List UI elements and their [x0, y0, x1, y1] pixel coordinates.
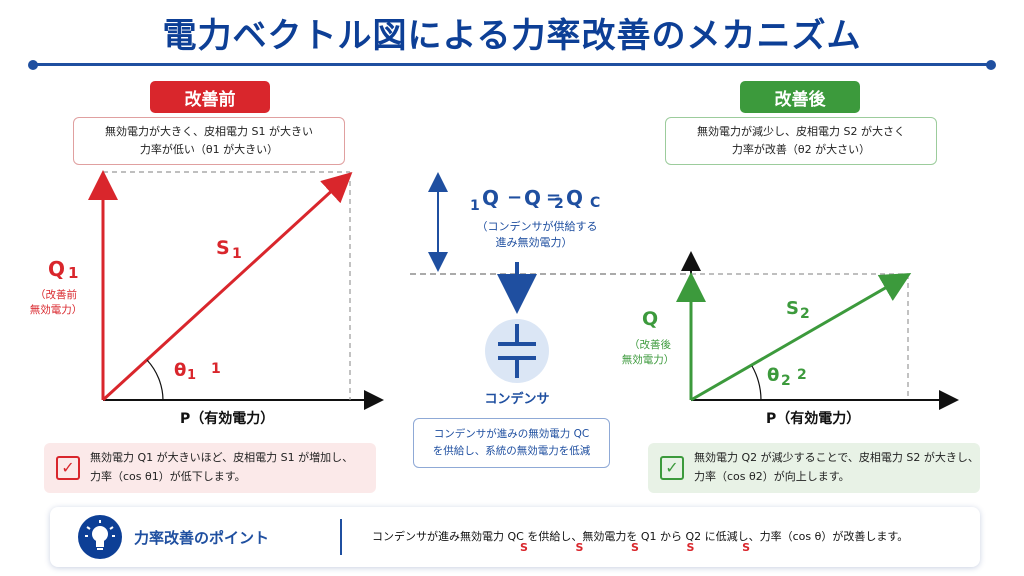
stray-glyph: S	[686, 541, 695, 554]
stray-glyph: S	[575, 541, 584, 554]
qc-formula: 1 Q − Q = 2 Q C	[470, 186, 600, 214]
capacitor-label: コンデンサ	[484, 391, 549, 407]
formula-q2: Q	[524, 186, 541, 210]
capacitor-info-box: コンデンサが進みの無効電力 QC を供給し、系統の無効電力を低減	[413, 418, 610, 468]
after-s-label: S	[786, 298, 799, 319]
title-divider	[32, 63, 992, 66]
formula-desc-line1: （コンデンサが供給する	[477, 219, 598, 233]
capacitor-icon	[485, 319, 549, 383]
before-q-subscript: 1	[68, 264, 78, 282]
checkmark-icon: ✓	[660, 456, 684, 480]
capacitor-info-line2: を供給し、系統の無効電力を低減	[432, 445, 591, 457]
before-theta-subscript: 1	[187, 368, 196, 383]
before-theta-arc	[146, 359, 164, 401]
stray-glyph-row: S S S S S	[520, 541, 750, 554]
after-theta-extra: 2	[797, 367, 807, 383]
before-s-subscript: 1	[232, 246, 242, 262]
after-q-label: Q	[642, 308, 658, 330]
after-q-desc-line2: 無効電力）	[622, 353, 675, 366]
before-vector-diagram	[88, 170, 384, 410]
divider-dot-left	[28, 60, 38, 70]
after-theta-arc	[751, 365, 762, 401]
formula-q1: Q	[482, 186, 499, 210]
after-theta-label: θ	[767, 365, 779, 386]
divider-dot-right	[986, 60, 996, 70]
lightbulb-icon	[78, 515, 122, 559]
after-p-label: P（有効電力）	[766, 410, 860, 427]
stray-glyph: S	[631, 541, 639, 554]
after-summary-line1: 無効電力 Q2 が減少することで、皮相電力 S2 が大きし、	[694, 451, 979, 465]
after-q-desc-line1: （改善後	[629, 338, 671, 351]
before-note: 無効電力が大きく、皮相電力 S1 が大きい 力率が低い（θ1 が大きい）	[73, 117, 345, 165]
stray-glyph: S	[520, 541, 528, 554]
checkmark-icon: ✓	[56, 456, 80, 480]
before-q-label: Q	[48, 257, 65, 281]
before-q-desc-line1: （改善前	[35, 288, 77, 301]
before-badge: 改善前	[150, 81, 270, 113]
before-theta-label: θ	[174, 360, 186, 381]
after-s-subscript: 2	[800, 306, 810, 322]
stray-glyph: S	[742, 541, 750, 554]
before-q-desc-line2: 無効電力）	[30, 303, 83, 316]
before-p-label: P（有効電力）	[180, 410, 274, 427]
formula-equals: =	[546, 187, 561, 208]
formula-subscript-c: C	[590, 195, 600, 211]
after-theta-subscript: 2	[781, 373, 791, 389]
after-badge: 改善後	[740, 81, 860, 113]
before-theta-extra: 1	[211, 361, 221, 377]
after-s-vector	[690, 273, 912, 402]
formula-subscript-2: 2	[554, 196, 564, 212]
before-s-label: S	[216, 237, 230, 259]
page-title: 電力ベクトル図による力率改善のメカニズム	[162, 16, 862, 56]
key-point-text: コンデンサが進み無効電力 QC を供給し、無効電力を Q1 から Q2 に低減し…	[372, 530, 909, 543]
after-note-line2: 力率が改善（θ2 が大さい）	[731, 143, 871, 156]
footer-divider	[340, 519, 342, 555]
after-summary-line2: 力率（cos θ2）が向上します。	[694, 470, 850, 483]
formula-qc: Q	[566, 186, 583, 210]
after-summary: ✓ 無効電力 Q2 が減少することで、皮相電力 S2 が大きし、 力率（cos …	[648, 443, 980, 493]
formula-minus: −	[507, 187, 522, 208]
formula-subscript-1: 1	[470, 198, 480, 214]
before-summary: ✓ 無効電力 Q1 が大きいほど、皮相電力 S1 が増加し、 力率（cos θ1…	[44, 443, 376, 493]
after-note-line1: 無効電力が減少し、皮相電力 S2 が大さく	[697, 125, 905, 139]
before-note-line2: 力率が低い（θ1 が大きい）	[139, 143, 279, 156]
before-note-line1: 無効電力が大きく、皮相電力 S1 が大きい	[105, 125, 313, 139]
after-vector-diagram	[676, 251, 959, 410]
before-s-vector	[101, 171, 353, 402]
after-note: 無効電力が減少し、皮相電力 S2 が大さく 力率が改善（θ2 が大さい）	[665, 117, 937, 165]
before-summary-line2: 力率（cos θ1）が低下します。	[90, 470, 246, 483]
before-summary-line1: 無効電力 Q1 が大きいほど、皮相電力 S1 が増加し、	[90, 451, 354, 465]
key-point-heading: 力率改善のポイント	[134, 529, 270, 547]
capacitor-info-line1: コンデンサが進みの無効電力 QC	[433, 428, 590, 441]
key-point-panel: 力率改善のポイント コンデンサが進み無効電力 QC を供給し、無効電力を Q1 …	[50, 507, 980, 567]
formula-desc-line2: 進み無効電力）	[496, 235, 573, 249]
